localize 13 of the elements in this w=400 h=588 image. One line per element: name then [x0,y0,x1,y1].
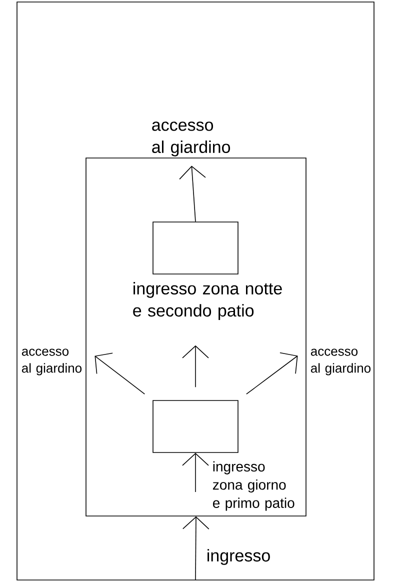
arrow [94,352,146,394]
area-label: accesso al giardino [310,348,371,376]
edge-label: ingresso [208,549,270,565]
edge-label: ingresso zona giorno e primo patio [212,461,294,511]
room-box [152,400,238,453]
building-outline [16,2,374,580]
arrow [182,516,210,580]
arrow [179,166,206,222]
area-label: accesso al giardino [152,122,230,156]
area-label: accesso al giardino [22,348,82,376]
arrow [246,352,298,395]
room-label: ingresso zona notte e secondo patio [133,282,282,320]
courtyard-outline [86,158,306,516]
